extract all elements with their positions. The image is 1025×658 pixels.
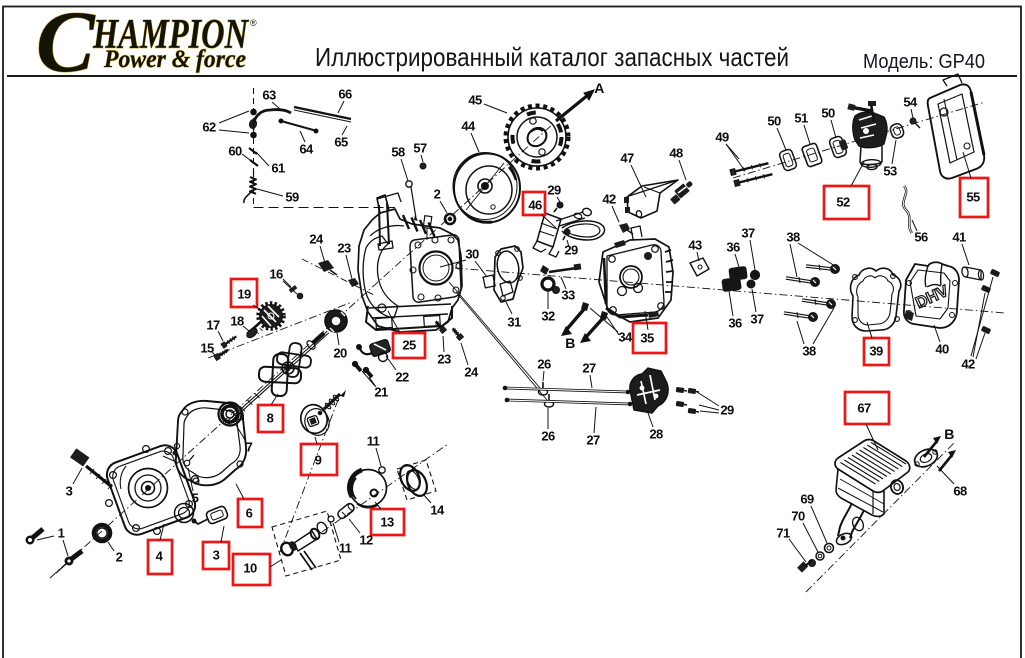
svg-text:36: 36 [728,316,742,331]
svg-text:Power & force: Power & force [103,46,246,73]
svg-text:41: 41 [952,230,966,245]
svg-text:49: 49 [715,130,729,145]
svg-text:14: 14 [430,503,445,518]
svg-text:27: 27 [582,361,596,376]
svg-text:17: 17 [206,318,220,333]
svg-text:65: 65 [334,135,348,150]
svg-text:37: 37 [741,226,755,241]
svg-text:24: 24 [309,232,324,247]
svg-text:55: 55 [966,190,980,205]
svg-text:13: 13 [380,515,394,530]
svg-text:9: 9 [315,453,322,468]
svg-text:15: 15 [200,341,214,356]
svg-text:24: 24 [464,365,479,380]
svg-text:51: 51 [794,111,808,126]
svg-text:52: 52 [836,195,850,210]
svg-text:26: 26 [537,357,551,372]
svg-text:38: 38 [786,230,800,245]
svg-text:29: 29 [720,403,734,418]
svg-text:70: 70 [791,509,805,524]
svg-text:21: 21 [374,385,388,400]
svg-text:57: 57 [413,141,427,156]
svg-text:45: 45 [468,93,482,108]
svg-text:58: 58 [391,145,405,160]
svg-text:C: C [36,0,96,91]
svg-text:67: 67 [857,401,871,416]
svg-text:56: 56 [914,230,928,245]
svg-text:29: 29 [547,183,561,198]
svg-text:60: 60 [228,144,242,159]
svg-text:10: 10 [243,561,257,576]
svg-text:71: 71 [776,526,790,541]
svg-text:46: 46 [528,198,542,213]
svg-text:30: 30 [465,247,479,262]
svg-text:42: 42 [961,357,975,372]
svg-text:36: 36 [726,240,740,255]
svg-text:HAMPION: HAMPION [92,12,249,58]
svg-text:2: 2 [434,187,441,202]
svg-text:66: 66 [338,87,352,102]
svg-text:3: 3 [213,548,220,563]
svg-text:26: 26 [541,429,555,444]
svg-text:A: A [594,80,604,96]
svg-text:63: 63 [262,88,276,103]
svg-text:53: 53 [883,164,897,179]
svg-text:50: 50 [767,114,781,129]
svg-text:59: 59 [285,190,299,205]
svg-text:32: 32 [541,309,555,324]
svg-text:®: ® [250,18,257,28]
svg-text:B: B [565,335,575,351]
svg-text:43: 43 [688,238,702,253]
svg-text:37: 37 [750,312,764,327]
svg-text:Иллюстрированный каталог запас: Иллюстрированный каталог запасных частей [315,42,789,72]
svg-text:44: 44 [461,119,476,134]
svg-text:23: 23 [437,352,451,367]
svg-text:18: 18 [230,314,244,329]
svg-text:1: 1 [58,526,65,541]
svg-text:27: 27 [586,433,600,448]
svg-text:38: 38 [802,344,816,359]
svg-text:20: 20 [333,346,347,361]
svg-text:22: 22 [395,370,409,385]
svg-text:39: 39 [869,344,883,359]
svg-text:62: 62 [202,120,216,135]
svg-text:69: 69 [800,492,814,507]
svg-text:64: 64 [299,142,314,157]
svg-text:23: 23 [337,241,351,256]
svg-text:B: B [944,426,954,442]
svg-text:35: 35 [640,331,654,346]
svg-text:5: 5 [192,491,199,506]
svg-text:7: 7 [246,440,253,455]
svg-text:11: 11 [367,434,380,449]
svg-text:3: 3 [66,484,73,499]
svg-text:Модель: GP40: Модель: GP40 [863,51,985,73]
svg-text:8: 8 [267,411,274,426]
svg-text:19: 19 [237,287,251,302]
svg-text:33: 33 [561,288,575,303]
svg-text:50: 50 [821,106,835,121]
svg-text:28: 28 [649,427,663,442]
svg-text:61: 61 [271,161,285,176]
svg-text:34: 34 [618,330,633,345]
svg-text:25: 25 [402,338,416,353]
svg-text:68: 68 [953,484,967,499]
svg-text:48: 48 [669,146,683,161]
svg-text:16: 16 [269,267,283,282]
svg-text:11: 11 [339,541,352,556]
svg-text:6: 6 [246,506,253,521]
svg-text:12: 12 [359,533,373,548]
svg-text:40: 40 [935,342,949,357]
svg-text:31: 31 [507,315,521,330]
svg-text:29: 29 [564,243,578,258]
svg-text:54: 54 [903,95,918,110]
svg-text:2: 2 [116,550,123,565]
svg-text:42: 42 [602,192,616,207]
svg-text:4: 4 [156,549,164,564]
svg-text:47: 47 [620,151,634,166]
